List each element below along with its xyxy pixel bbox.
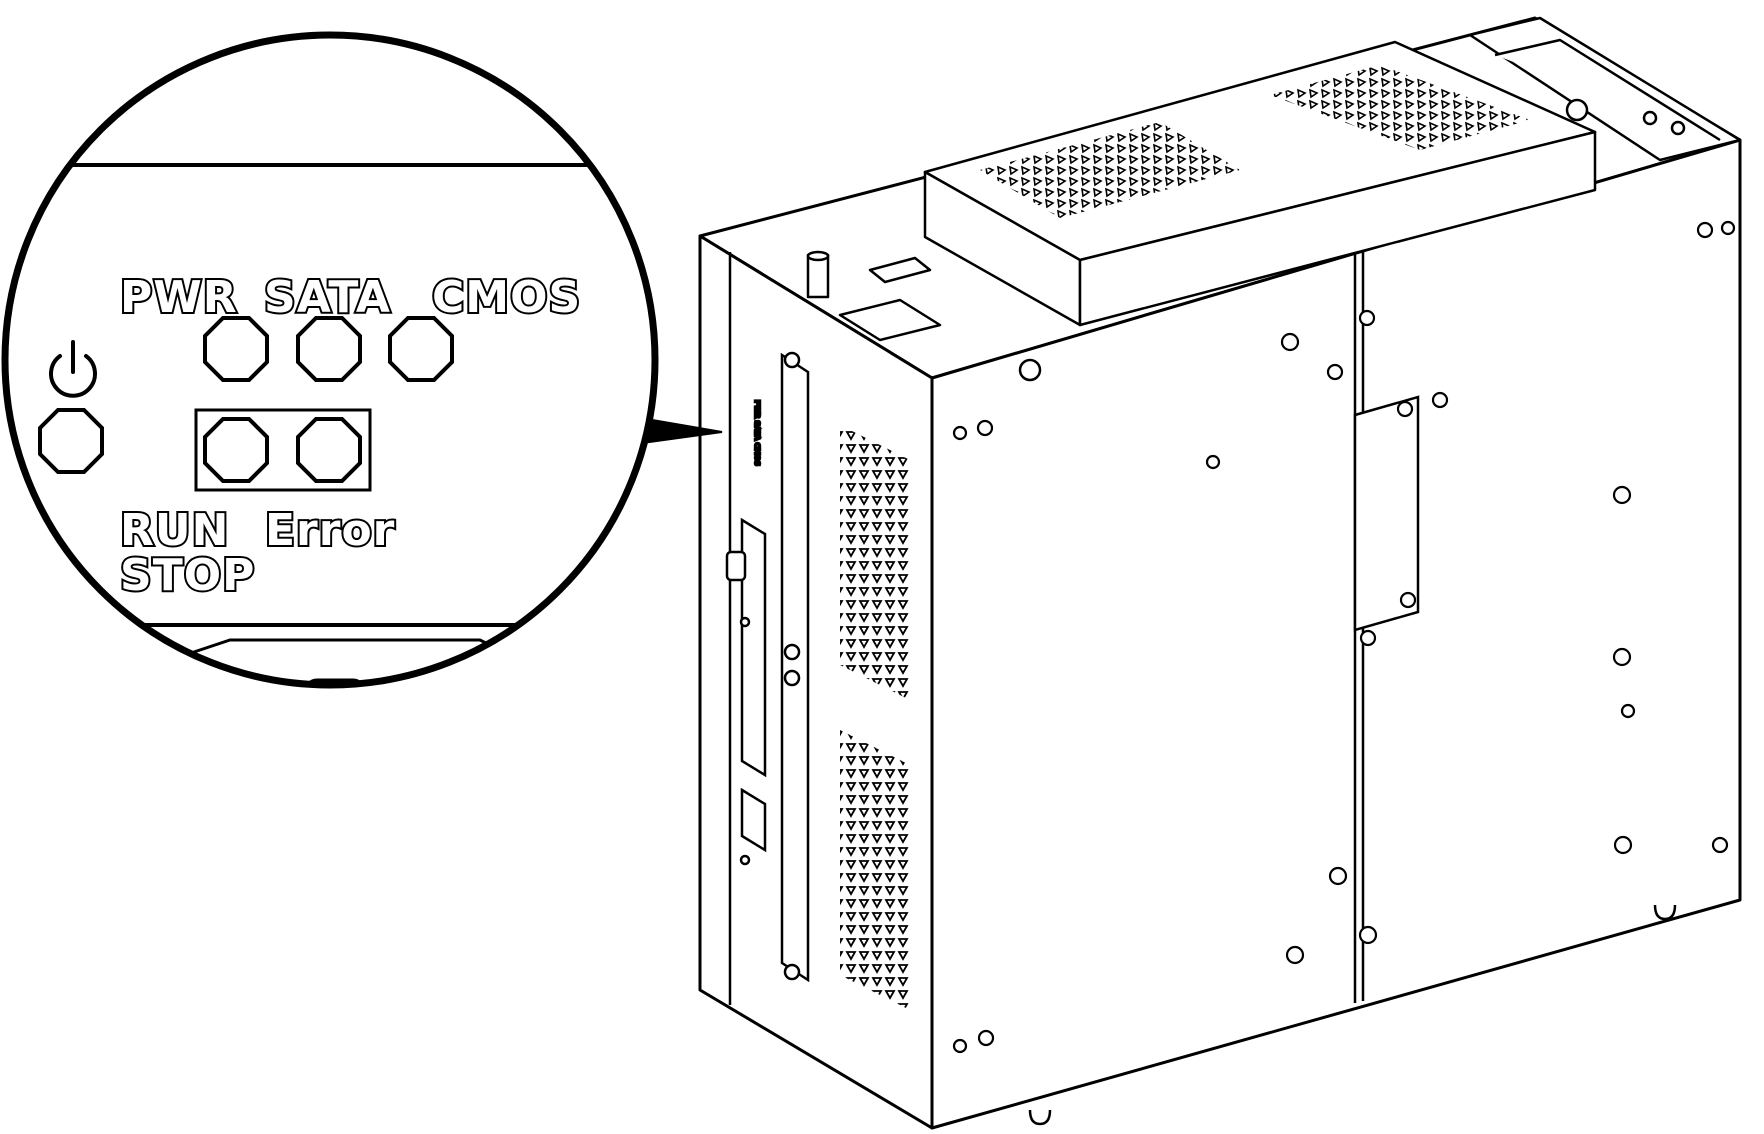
label-pwr: PWR	[120, 272, 238, 323]
led-error	[296, 417, 362, 483]
right-face-panels	[1028, 251, 1677, 1126]
label-sata: SATA	[264, 272, 391, 323]
side-vents	[840, 425, 910, 1010]
led-sata	[296, 316, 362, 382]
label-run: RUN	[120, 505, 229, 556]
power-icon	[49, 340, 97, 398]
led-pwr	[203, 316, 269, 382]
led-power	[38, 408, 104, 474]
label-error: Error	[265, 505, 395, 556]
svg-text:PWR SATA CMOS: PWR SATA CMOS	[753, 400, 761, 466]
callout-magnifier: PWR SATA CMOS RUN STOP Error	[1, 31, 659, 689]
top-assembly	[806, 16, 1742, 382]
led-cmos	[388, 316, 454, 382]
label-stop: STOP	[120, 550, 255, 601]
screws	[952, 220, 1736, 1054]
label-cmos: CMOS	[432, 272, 581, 323]
led-run-stop	[203, 417, 269, 483]
front-bezel: PWR SATA CMOS	[725, 252, 810, 1005]
